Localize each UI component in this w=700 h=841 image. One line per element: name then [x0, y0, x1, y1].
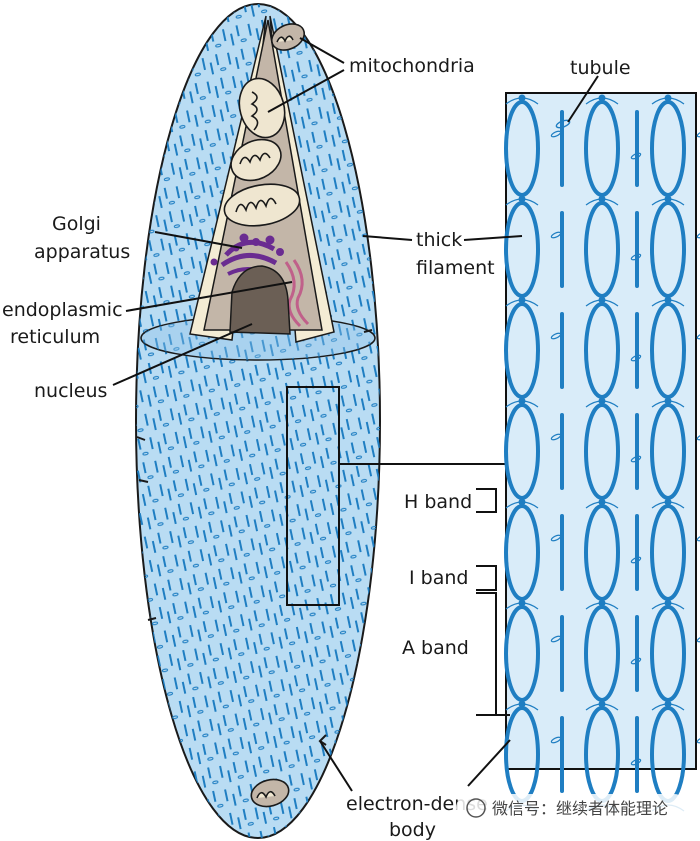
thick-filament-outline	[584, 504, 620, 601]
cross-link	[505, 501, 539, 509]
cross-link	[505, 400, 539, 408]
thick-filament-outline	[584, 201, 620, 298]
tubule-dash	[696, 534, 700, 542]
thick-filament-outline	[650, 201, 686, 298]
thick-filament-outline	[650, 605, 686, 702]
endoplasmic-reticulum	[284, 259, 310, 328]
mitochondrion-in-wedge	[238, 77, 286, 139]
cross-link	[585, 198, 619, 206]
label-er-line1: endoplasmic	[2, 299, 123, 321]
thick-filament-outline	[584, 100, 620, 197]
cross-link	[505, 97, 539, 105]
label-mitochondria: mitochondria	[349, 55, 475, 77]
thick-filament-outline	[504, 302, 540, 399]
membrane-notch	[147, 617, 157, 621]
label-golgi-line2: apparatus	[34, 241, 130, 263]
thick-filament-outline	[650, 403, 686, 500]
cross-link	[585, 703, 619, 711]
label-thick-line1: thick	[416, 229, 462, 251]
cross-link	[651, 703, 685, 711]
tubule-dash	[696, 433, 700, 441]
thick-filament-outline	[584, 605, 620, 702]
cross-link	[651, 501, 685, 509]
membrane-notch	[136, 436, 146, 441]
tubule-dash	[696, 736, 700, 744]
cross-link	[505, 299, 539, 307]
nucleus-shape	[229, 265, 291, 335]
tubule-dash	[696, 332, 700, 340]
labels: mitochondria tubule Golgi apparatus thic…	[2, 55, 631, 841]
magnified-region-box	[286, 386, 340, 606]
label-er-line2: reticulum	[10, 326, 100, 348]
panel-filaments	[504, 94, 700, 812]
label-nucleus: nucleus	[34, 380, 107, 402]
tubule-dash	[696, 130, 700, 138]
label-i-band: I band	[409, 567, 468, 589]
sarcomere-panel	[504, 92, 700, 812]
tubule-dash	[696, 635, 700, 643]
thick-filament-outline	[504, 605, 540, 702]
cut-open-wedge	[189, 15, 335, 343]
label-a-band: A band	[402, 637, 469, 659]
thick-filament-outline	[504, 504, 540, 601]
cross-link	[505, 602, 539, 610]
cross-link	[585, 501, 619, 509]
cross-link	[651, 299, 685, 307]
leader-lines	[112, 37, 599, 792]
thick-filament-outline	[504, 100, 540, 197]
label-tubule: tubule	[570, 57, 631, 79]
membrane-notch	[138, 479, 149, 483]
cross-link	[505, 703, 539, 711]
cross-link	[585, 400, 619, 408]
label-edb-line2: body	[389, 819, 436, 841]
membrane-notch	[363, 329, 373, 333]
thick-filament-outline	[504, 201, 540, 298]
mitochondrion-bottom	[250, 778, 290, 808]
cross-link	[651, 198, 685, 206]
label-h-band: H band	[404, 491, 472, 513]
thick-filament-outline	[650, 302, 686, 399]
tubule-dash	[696, 231, 700, 239]
mitochondrion-top	[270, 23, 306, 51]
thick-filament-outline	[504, 403, 540, 500]
wechat-icon	[466, 798, 486, 818]
thick-filament-outline	[650, 504, 686, 601]
cross-link	[585, 97, 619, 105]
label-edb-line1: electron-dense	[346, 793, 488, 815]
cross-link	[585, 299, 619, 307]
watermark-text: 微信号：继续者体能理论	[492, 799, 668, 818]
tubule-marker	[555, 119, 571, 129]
label-golgi-line1: Golgi	[52, 213, 101, 235]
cross-link	[505, 198, 539, 206]
thick-filament-outline	[584, 302, 620, 399]
cross-link	[585, 602, 619, 610]
mitochondrion-in-wedge	[230, 138, 282, 182]
watermark: 微信号：继续者体能理论	[456, 794, 688, 822]
cross-link	[651, 602, 685, 610]
thick-filament-outline	[650, 100, 686, 197]
thick-filament-outline	[584, 403, 620, 500]
label-thick-line2: filament	[416, 257, 495, 279]
mitochondrion-in-wedge	[223, 183, 301, 227]
cross-link	[651, 400, 685, 408]
cytoplasm-filaments	[136, 4, 380, 838]
cross-link	[651, 97, 685, 105]
